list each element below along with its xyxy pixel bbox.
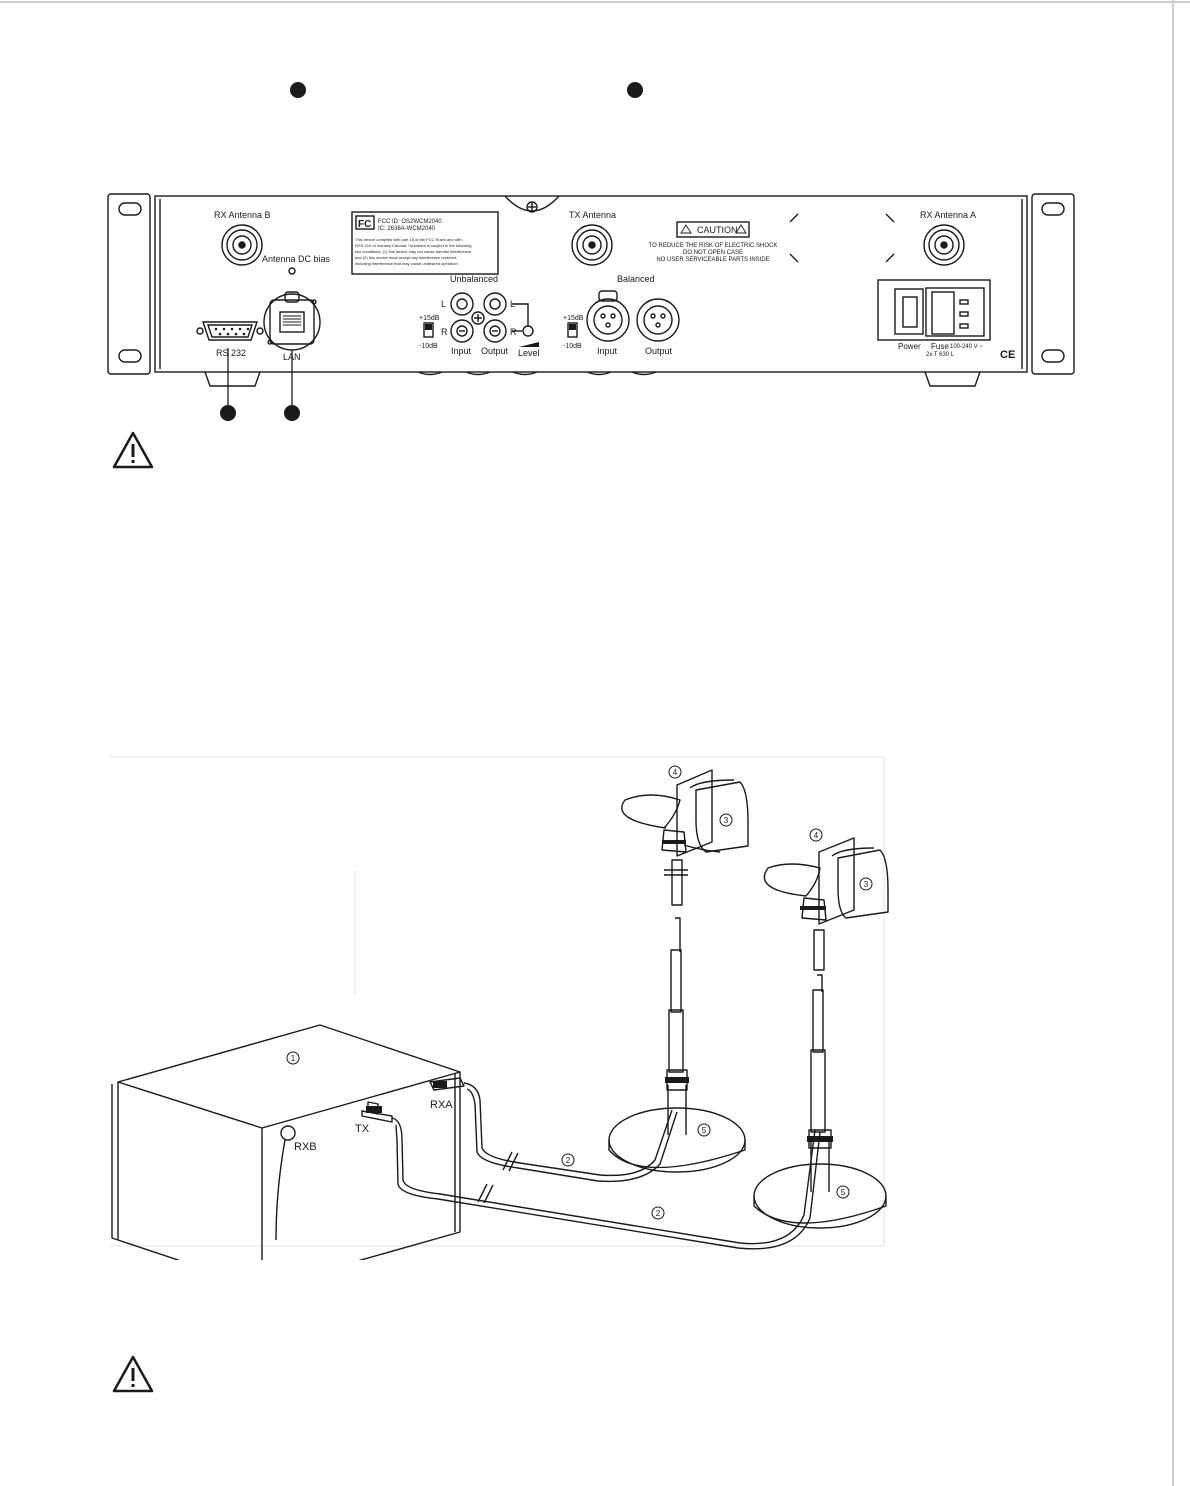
callout-3: 3 <box>864 880 869 889</box>
label-plus15-unbal: +15dB <box>419 315 440 322</box>
label-output-bal: Output <box>645 346 673 356</box>
caution-line: DO NOT OPEN CASE <box>683 250 743 256</box>
fcc-logo: FC <box>358 219 371 230</box>
callout-dot <box>220 405 236 421</box>
page-edge-line <box>1172 0 1174 1486</box>
caution-title: CAUTION <box>697 225 738 235</box>
caution-triangle-icons <box>680 224 747 234</box>
caution-line: NO USER SERVICEABLE PARTS INSIDE <box>656 257 769 263</box>
fcc-text-line: and (2) this device must accept any inte… <box>355 255 458 260</box>
label-fuse-rating: 2x T 630 L <box>926 352 955 358</box>
label-l-left: L <box>441 299 446 309</box>
top-rule <box>0 1 1190 3</box>
label-fuse: Fuse <box>931 342 949 351</box>
ce-mark: CE <box>1000 349 1015 361</box>
callout-1: 1 <box>291 1054 296 1063</box>
callout-3: 3 <box>724 816 729 825</box>
warning-triangle-icon <box>112 431 154 469</box>
callout-5: 5 <box>841 1188 846 1197</box>
label-input-bal: Input <box>597 346 618 356</box>
label-minus10-unbal: -10dB <box>419 343 438 350</box>
label-power: Power <box>898 342 921 351</box>
ic-id: IC: 2638A-WCM2040 <box>378 226 436 232</box>
installation-diagram: 1 2 2 3 3 4 4 5 5 RXB TX RXA <box>110 756 889 1260</box>
label-rx-antenna-b: RX Antenna B <box>214 210 271 220</box>
label-tx-antenna: TX Antenna <box>569 210 616 220</box>
callout-2: 2 <box>656 1209 661 1218</box>
label-level: Level <box>518 348 540 358</box>
caution-line: TO REDUCE THE RISK OF ELECTRIC SHOCK <box>649 243 778 249</box>
label-lan: LAN <box>283 352 301 362</box>
label-tx: TX <box>355 1123 370 1135</box>
fcc-id: FCC ID: OS2WCM2040 <box>378 219 442 225</box>
warning-triangle-icon <box>112 1355 154 1393</box>
callout-dot <box>627 82 643 98</box>
callout-dot <box>284 405 300 421</box>
callout-4: 4 <box>814 831 819 840</box>
label-input-unbal: Input <box>451 346 472 356</box>
label-l-right: L <box>510 299 515 309</box>
label-rx-antenna-a: RX Antenna A <box>920 210 976 220</box>
callout-2: 2 <box>566 1156 571 1165</box>
callout-dot <box>290 82 306 98</box>
label-r-right: R <box>510 327 517 337</box>
fcc-text-line: This device complies with part 15 of the… <box>355 237 462 242</box>
fcc-text-line: two conditions: (1) this device may not … <box>355 249 472 254</box>
label-balanced: Balanced <box>617 274 655 284</box>
fcc-text-line: including interference that may cause un… <box>355 261 459 266</box>
label-antenna-dc-bias: Antenna DC bias <box>262 254 331 264</box>
label-minus10-bal: -10dB <box>563 343 582 350</box>
callout-5: 5 <box>702 1126 707 1135</box>
rear-panel-drawing: RX Antenna B TX Antenna RX Antenna A Ant… <box>107 193 1075 408</box>
fcc-text-line: RSS-210 of Industry Canada. Operation is… <box>355 243 472 248</box>
callout-4: 4 <box>673 768 678 777</box>
label-rs232: RS 232 <box>216 348 246 358</box>
label-r-left: R <box>441 327 448 337</box>
label-output-unbal: Output <box>481 346 509 356</box>
label-rxa: RXA <box>430 1099 453 1111</box>
label-plus15-bal: +15dB <box>563 315 584 322</box>
label-rxb: RXB <box>294 1141 317 1153</box>
label-voltage: 100-240 V ~ <box>950 344 983 350</box>
label-unbalanced: Unbalanced <box>450 274 498 284</box>
